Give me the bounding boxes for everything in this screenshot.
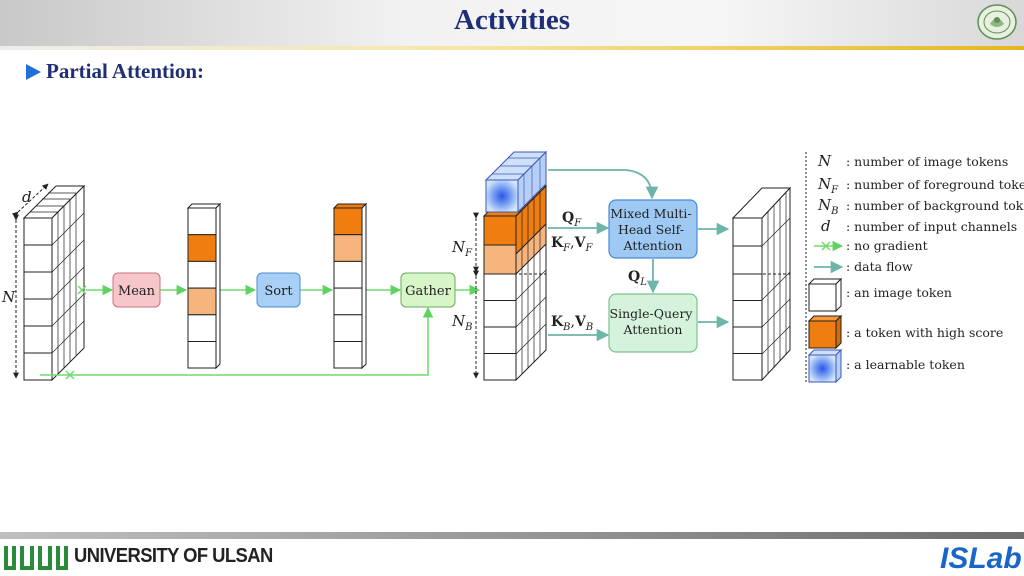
legend-learnable-token-icon <box>807 348 843 384</box>
section-heading: Partial Attention: <box>46 59 205 83</box>
university-logo-icon <box>4 546 68 570</box>
score-column-sorted <box>332 202 368 370</box>
gather-box <box>400 272 456 308</box>
nf-label: NF <box>451 238 473 259</box>
sort-box <box>256 272 301 308</box>
legend-nf-text: : number of foreground tokens <box>846 177 1024 192</box>
legend-learnable-token-text: : a learnable token <box>846 357 965 372</box>
university-name: UNIVERSITY OF ULSAN <box>74 545 273 567</box>
university-seal-icon <box>977 4 1017 40</box>
mixed-attention-label: Mixed Multi- Head Self- Attention <box>610 206 695 253</box>
mean-box <box>112 272 161 308</box>
legend-nb-text: : number of background tokens <box>846 198 1024 213</box>
data-flow-arrows <box>548 169 730 342</box>
d-dimension-arrow <box>12 183 49 218</box>
mean-label: Mean <box>118 284 156 299</box>
legend: N : number of image tokens NF : number o… <box>807 152 1024 384</box>
legend-high-score-token-text: : a token with high score <box>846 325 1003 340</box>
kvb-label: KB,VB <box>551 314 593 333</box>
legend-data-flow-text: : data flow <box>846 259 913 274</box>
gathered-token-block <box>482 184 548 382</box>
gather-label: Gather <box>405 284 451 299</box>
footer-divider <box>0 532 1024 539</box>
legend-no-gradient-text: : no gradient <box>846 238 928 253</box>
qf-label: QF <box>562 210 582 229</box>
svg-text:ISLab: ISLab <box>940 542 1022 574</box>
footer <box>0 539 1024 576</box>
learnable-token-block <box>484 150 548 214</box>
legend-d-text: : number of input channels <box>846 219 1017 234</box>
legend-image-token-icon <box>807 277 843 313</box>
partial-attention-diagram: d N Mean Sort <box>1 150 1024 384</box>
legend-d-symbol: d <box>821 217 831 235</box>
legend-high-score-token-icon <box>807 314 843 350</box>
legend-n-symbol: N <box>817 152 832 170</box>
islab-logo: ISLab <box>940 542 1022 574</box>
single-query-attention-box <box>608 293 698 353</box>
nb-label: NB <box>451 312 472 333</box>
no-gradient-cross-marks <box>65 285 87 380</box>
output-token-block <box>731 186 792 382</box>
single-query-attention-label: Single-Query Attention <box>610 306 697 337</box>
n-label: N <box>1 288 16 306</box>
legend-nf-symbol: NF <box>817 175 839 196</box>
title-bar <box>0 0 1024 46</box>
d-label: d <box>22 188 32 206</box>
input-token-block <box>22 184 86 382</box>
kvf-label: KF,VF <box>551 235 593 254</box>
title-underline <box>0 46 1024 50</box>
score-column-unsorted <box>186 202 222 370</box>
mixed-attention-box <box>608 199 698 259</box>
legend-n-text: : number of image tokens <box>846 154 1008 169</box>
sort-label: Sort <box>264 284 293 299</box>
legend-image-token-text: : an image token <box>846 285 952 300</box>
slide-title: Activities <box>454 4 570 36</box>
legend-no-gradient-arrow-icon <box>814 240 844 252</box>
legend-nb-symbol: NB <box>817 196 838 217</box>
ql-label: QL <box>628 269 647 288</box>
no-gradient-arrows <box>40 284 481 376</box>
bullet-triangle-icon <box>26 64 41 80</box>
